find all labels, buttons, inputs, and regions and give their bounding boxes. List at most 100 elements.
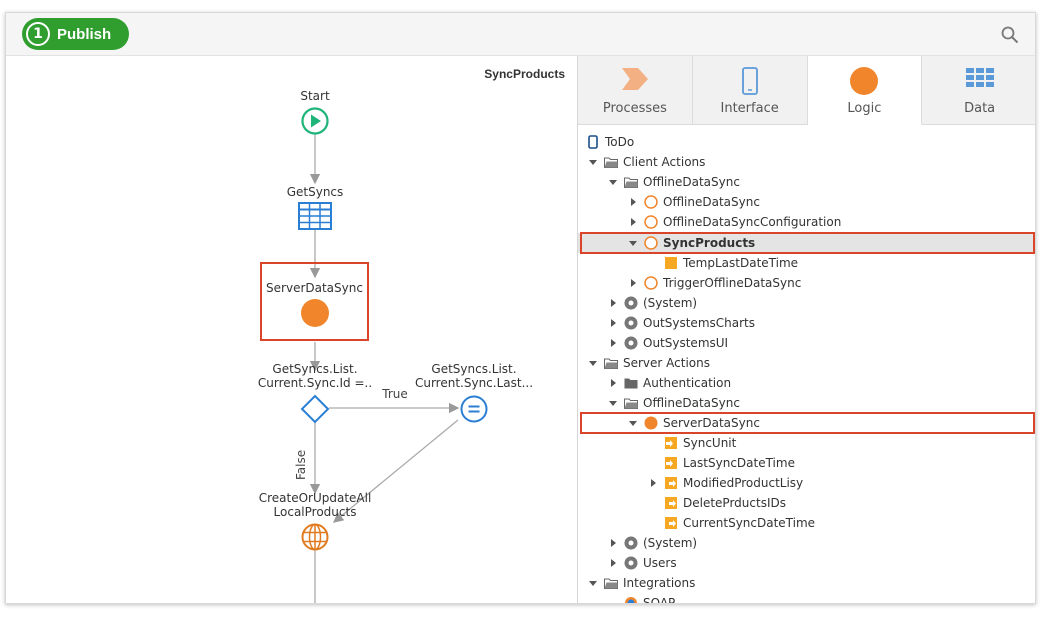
tree-item-syncproducts[interactable]: SyncProducts	[578, 233, 1035, 253]
chevron-right-icon[interactable]	[628, 278, 638, 288]
logic-circle-icon	[850, 67, 879, 95]
true-branch-label: True	[382, 387, 408, 401]
search-icon[interactable]	[1001, 26, 1019, 44]
chevron-right-icon[interactable]	[608, 378, 618, 388]
start-node-icon[interactable]	[300, 106, 330, 136]
client-action-icon	[644, 276, 658, 290]
tree-item-todo[interactable]: ToDo	[578, 132, 1035, 152]
tab-interface-label: Interface	[720, 101, 779, 116]
chevron-right-icon[interactable]	[608, 538, 618, 548]
chevron-right-icon[interactable]	[608, 558, 618, 568]
chevron-down-icon[interactable]	[588, 157, 598, 167]
create-node-label-line1: CreateOrUpdateAll	[258, 491, 372, 505]
tree-item-soap[interactable]: SOAP	[578, 593, 1035, 603]
tree-item-label: SyncUnit	[683, 436, 737, 450]
tree-item-label: Users	[643, 556, 677, 570]
tree-item-users[interactable]: Users	[578, 553, 1035, 573]
tab-logic[interactable]: Logic	[807, 56, 923, 125]
entity-action-globe-icon[interactable]	[300, 522, 330, 552]
chevron-down-icon[interactable]	[588, 578, 598, 588]
tree-item-label: OfflineDataSyncConfiguration	[663, 215, 842, 229]
tree-item-lastsyncdatetime[interactable]: LastSyncDateTime	[578, 453, 1035, 473]
tree-item-offlinedatasync-folder[interactable]: OfflineDataSync	[578, 172, 1035, 192]
chevron-right-icon[interactable]	[628, 217, 638, 227]
tab-logic-label: Logic	[847, 101, 882, 116]
tree-item-syncunit[interactable]: SyncUnit	[578, 433, 1035, 453]
chevron-down-icon[interactable]	[628, 238, 638, 248]
chevron-down-icon[interactable]	[608, 398, 618, 408]
tree-item-label: Server Actions	[623, 356, 710, 370]
getsyncs-node-label: GetSyncs	[286, 185, 344, 199]
right-panel: Processes Interface Logic	[578, 56, 1035, 603]
tree-item-authentication[interactable]: Authentication	[578, 373, 1035, 393]
tree-item-label: Integrations	[623, 576, 696, 590]
tab-processes[interactable]: Processes	[578, 56, 693, 125]
folder-closed-icon	[624, 376, 638, 390]
if-node-label-line1: GetSyncs.List.	[272, 362, 358, 376]
chevron-right-icon[interactable]	[628, 197, 638, 207]
flow-canvas[interactable]: SyncProducts Start	[6, 56, 578, 603]
chevron-right-icon[interactable]	[608, 338, 618, 348]
server-action-circle-icon[interactable]	[300, 298, 330, 328]
tree-item-label: OfflineDataSync	[643, 175, 740, 189]
start-node-label: Start	[300, 89, 330, 103]
chevron-right-icon[interactable]	[608, 298, 618, 308]
publish-count-badge: 1	[26, 22, 50, 46]
chevron-right-icon[interactable]	[608, 318, 618, 328]
local-variable-icon	[664, 256, 678, 270]
client-action-icon	[644, 195, 658, 209]
tree-item-label: TempLastDateTime	[683, 256, 799, 270]
folder-open-icon	[604, 356, 618, 370]
module-reference-icon	[624, 316, 638, 330]
chevron-down-icon[interactable]	[588, 358, 598, 368]
tree-item-integrations[interactable]: Integrations	[578, 573, 1035, 593]
tree-item-system-client[interactable]: (System)	[578, 293, 1035, 313]
tree-item-label: SyncProducts	[663, 236, 756, 250]
data-grid-icon	[965, 68, 994, 87]
tree-item-system-server[interactable]: (System)	[578, 533, 1035, 553]
tree-item-deleteprductsids[interactable]: DeletePrductsIDs	[578, 493, 1035, 513]
tree-item-currentsyncdatetime[interactable]: CurrentSyncDateTime	[578, 513, 1035, 533]
tree-item-label: OutSystemsCharts	[643, 316, 755, 330]
assign-node-label-line1: GetSyncs.List.	[431, 362, 517, 376]
syncproducts-highlight-box	[580, 232, 1035, 254]
tree-item-label: TriggerOfflineDataSync	[663, 276, 802, 290]
tree-item-label: ServerDataSync	[663, 416, 760, 430]
assign-node-label-line2: Current.Sync.Last...	[414, 376, 534, 390]
chevron-down-icon[interactable]	[628, 418, 638, 428]
flow-title: SyncProducts	[484, 67, 565, 81]
tree-item-templastdatetime[interactable]: TempLastDateTime	[578, 253, 1035, 273]
if-node-label-line2: Current.Sync.Id =..	[257, 376, 373, 390]
tab-data[interactable]: Data	[922, 56, 1035, 125]
assign-equals-icon[interactable]	[459, 394, 489, 424]
tree-item-client-actions[interactable]: Client Actions	[578, 152, 1035, 172]
tree-item-outsystemsui[interactable]: OutSystemsUI	[578, 333, 1035, 353]
module-reference-icon	[624, 556, 638, 570]
tree-item-offlinedatasyncconfiguration[interactable]: OfflineDataSyncConfiguration	[578, 212, 1035, 232]
tree-item-offlinedatasync-action[interactable]: OfflineDataSync	[578, 192, 1035, 212]
serverdatasync-highlight-box	[260, 262, 369, 341]
tree-item-triggerofflinedatasync[interactable]: TriggerOfflineDataSync	[578, 273, 1035, 293]
tab-interface[interactable]: Interface	[692, 56, 808, 125]
toolbar: 1 Publish	[6, 13, 1035, 56]
chevron-right-icon[interactable]	[648, 478, 658, 488]
tree-item-label: OutSystemsUI	[643, 336, 729, 350]
folder-open-icon	[624, 175, 638, 189]
tree-item-label: OfflineDataSync	[663, 195, 760, 209]
folder-open-icon	[604, 155, 618, 169]
if-diamond-icon[interactable]	[300, 394, 330, 424]
tree-item-label: LastSyncDateTime	[683, 456, 795, 470]
tree-item-outsystemscharts[interactable]: OutSystemsCharts	[578, 313, 1035, 333]
mobile-app-icon	[586, 135, 600, 149]
tree-item-label: (System)	[643, 296, 698, 310]
tab-processes-label: Processes	[602, 101, 667, 116]
soap-service-icon	[624, 596, 638, 603]
aggregate-table-icon[interactable]	[298, 202, 332, 230]
publish-label: Publish	[57, 25, 112, 43]
publish-button[interactable]: 1 Publish	[22, 18, 129, 50]
chevron-down-icon[interactable]	[608, 177, 618, 187]
tree-item-offlinedatasync-server-folder[interactable]: OfflineDataSync	[578, 393, 1035, 413]
tree-item-serverdatasync[interactable]: ServerDataSync	[578, 413, 1035, 433]
tree-item-server-actions[interactable]: Server Actions	[578, 353, 1035, 373]
tree-item-modifiedproductlisy[interactable]: ModifiedProductLisy	[578, 473, 1035, 493]
